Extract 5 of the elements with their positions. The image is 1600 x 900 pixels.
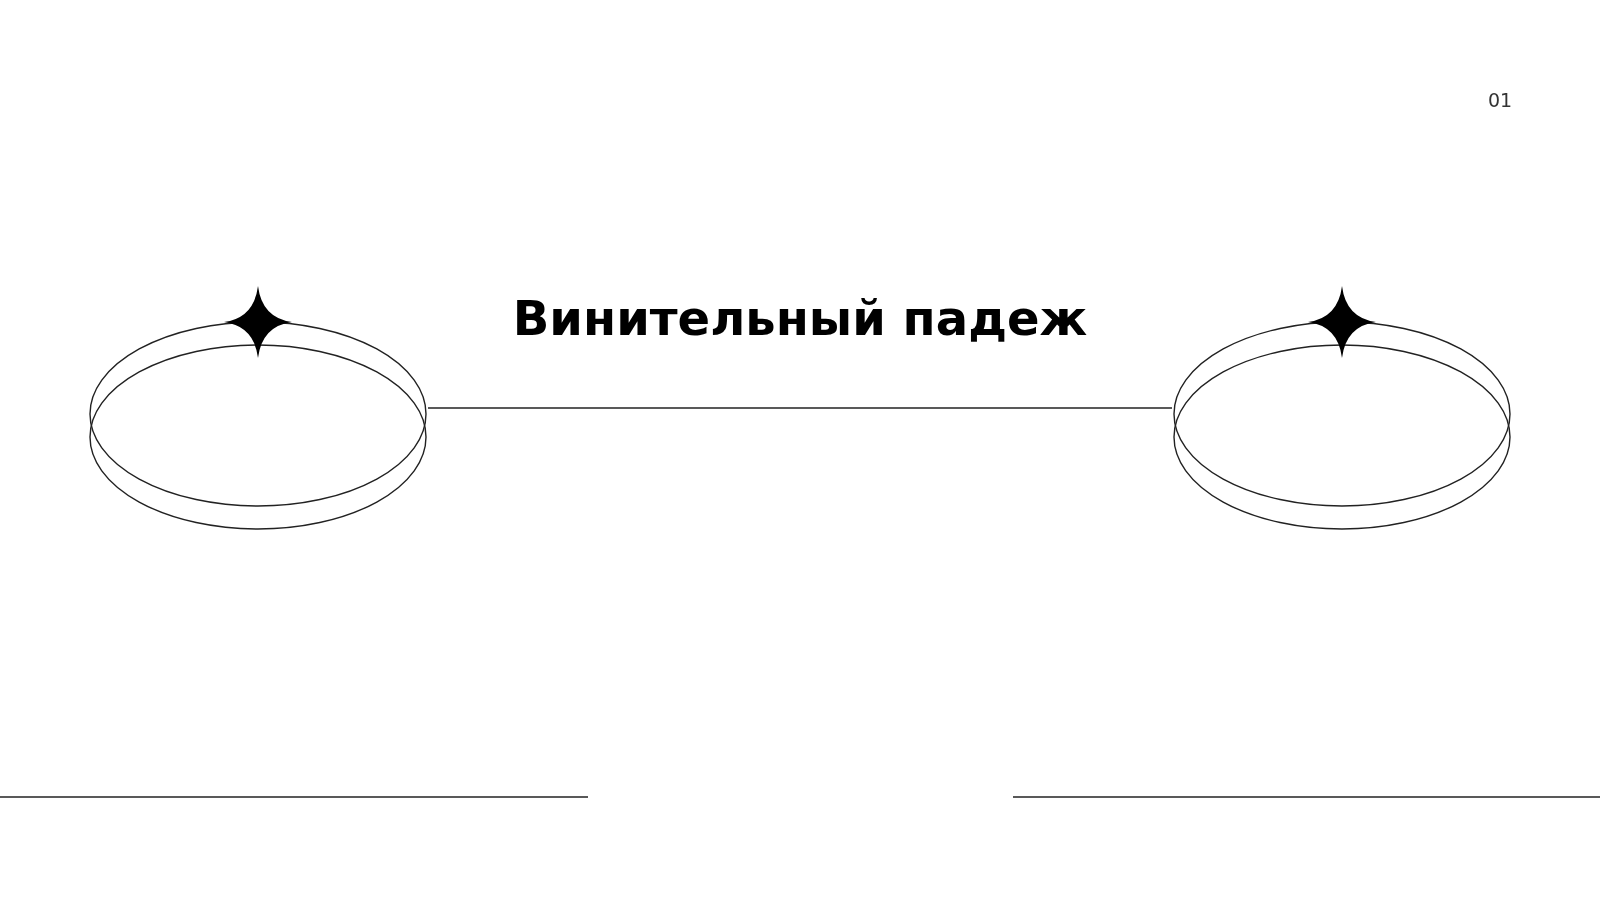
- connector-line: [427, 407, 1173, 409]
- ring-drawing: [88, 286, 428, 532]
- ring-drawing: [1172, 286, 1512, 532]
- page-number: 01: [1488, 89, 1513, 111]
- slide-title: Винительный падеж: [512, 289, 1088, 348]
